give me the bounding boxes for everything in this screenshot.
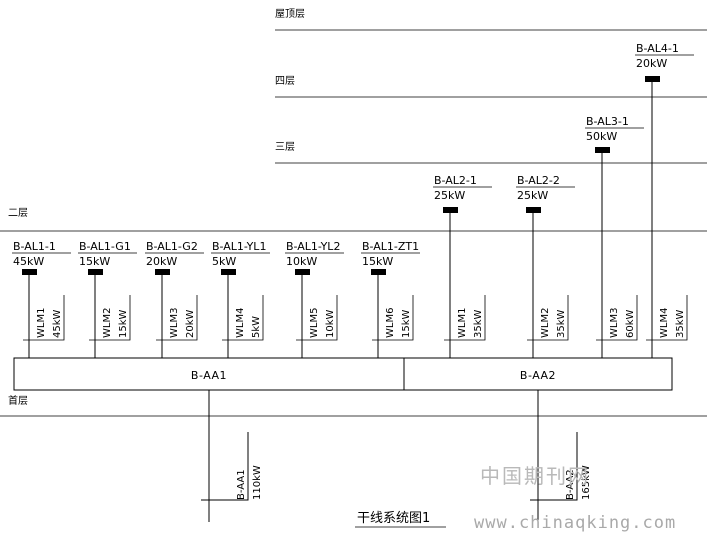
cabinet-aa1-label: B-AA1 — [191, 369, 227, 382]
feeder-power: 35kW — [556, 309, 567, 338]
floor-label-4: 四层 — [275, 75, 295, 87]
panel-name: B-AL1-ZT1 — [362, 240, 419, 253]
panel-power: 5kW — [212, 255, 236, 268]
feeder-name: WLM2 — [102, 308, 113, 338]
feeder-bracket — [23, 295, 65, 341]
incoming-bracket-aa2 — [530, 432, 578, 501]
floor-label-1: 首层 — [8, 394, 28, 407]
panel-power: 50kW — [586, 130, 617, 143]
panel-mark — [221, 269, 236, 275]
feeder-bracket — [156, 295, 198, 341]
feeder-bracket — [596, 295, 638, 341]
panel-name: B-AL1-1 — [13, 240, 56, 253]
panel-name: B-AL3-1 — [586, 115, 629, 128]
panel-mark — [443, 207, 458, 213]
feeder-name: WLM4 — [235, 308, 246, 338]
panel-name: B-AL1-G2 — [146, 240, 198, 253]
feeder-name: WLM3 — [609, 308, 620, 338]
floor-label-roof: 屋顶层 — [275, 8, 305, 20]
floor-label-2: 二层 — [8, 207, 28, 219]
feeder-power: 15kW — [118, 309, 129, 338]
panel-mark — [645, 76, 660, 82]
feeder-cables: WLM1 45kW WLM2 15kW WLM3 20kW WLM4 5kW WLM5 10kW W… — [23, 82, 688, 358]
cabinet-aa2-label: B-AA2 — [520, 369, 556, 382]
distribution-panels: B-AL1-1 45kW B-AL1-G1 15kW B-AL1-G2 20kW B-AL1… — [12, 42, 694, 275]
panel-power: 45kW — [13, 255, 44, 268]
panel-name: B-AL4-1 — [636, 42, 679, 55]
feeder-bracket — [646, 295, 688, 341]
feeder-bracket — [527, 295, 569, 341]
feeder-name: WLM3 — [169, 308, 180, 338]
incoming-aa1-power: 110kW — [252, 465, 263, 500]
feeder-name: WLM1 — [36, 308, 47, 338]
feeder-power: 35kW — [675, 309, 686, 338]
feeder-name: WLM2 — [540, 308, 551, 338]
panel-mark — [22, 269, 37, 275]
feeder-bracket — [222, 295, 264, 341]
panel-mark — [155, 269, 170, 275]
panel-mark — [595, 147, 610, 153]
feeder-bracket — [296, 295, 338, 341]
incoming-lines — [201, 390, 578, 522]
panel-name: B-AL1-YL2 — [286, 240, 340, 253]
feeder-name: WLM5 — [309, 308, 320, 338]
incoming-aa2-power: 165kW — [581, 465, 592, 500]
panel-power: 10kW — [286, 255, 317, 268]
panel-power: 25kW — [434, 189, 465, 202]
incoming-aa1-name: B-AA1 — [236, 469, 247, 500]
panel-name: B-AL2-2 — [517, 174, 560, 187]
panel-mark — [526, 207, 541, 213]
diagram-title: 干线系统图1 — [357, 511, 430, 526]
feeder-bracket — [89, 295, 131, 341]
feeder-power: 5kW — [251, 316, 262, 338]
panel-mark — [88, 269, 103, 275]
incoming-bracket-aa1 — [201, 432, 249, 501]
feeder-power: 35kW — [473, 309, 484, 338]
panel-power: 25kW — [517, 189, 548, 202]
feeder-power: 10kW — [325, 309, 336, 338]
panel-name: B-AL1-G1 — [79, 240, 131, 253]
feeder-name: WLM4 — [659, 308, 670, 338]
floor-label-3: 三层 — [275, 141, 295, 153]
feeder-power: 15kW — [401, 309, 412, 338]
feeder-power: 45kW — [52, 309, 63, 338]
feeder-power: 20kW — [185, 309, 196, 338]
panel-power: 20kW — [636, 57, 667, 70]
feeder-bracket — [444, 295, 486, 341]
watermark-url: www.chinaqking.com — [474, 513, 676, 533]
panel-power: 15kW — [362, 255, 393, 268]
panel-mark — [371, 269, 386, 275]
panel-power: 20kW — [146, 255, 177, 268]
cabinet-row: B-AA1 B-AA2 — [13, 357, 673, 391]
feeder-bracket — [372, 295, 414, 341]
feeder-name: WLM1 — [457, 308, 468, 338]
panel-power: 15kW — [79, 255, 110, 268]
watermark-cn: 中国期刊网 — [480, 464, 590, 488]
panel-name: B-AL2-1 — [434, 174, 477, 187]
feeder-power: 60kW — [625, 309, 636, 338]
feeder-name: WLM6 — [385, 308, 396, 338]
panel-name: B-AL1-YL1 — [212, 240, 266, 253]
panel-mark — [295, 269, 310, 275]
incoming-aa2-name: B-AA2 — [565, 469, 576, 500]
floor-lines — [0, 29, 707, 417]
